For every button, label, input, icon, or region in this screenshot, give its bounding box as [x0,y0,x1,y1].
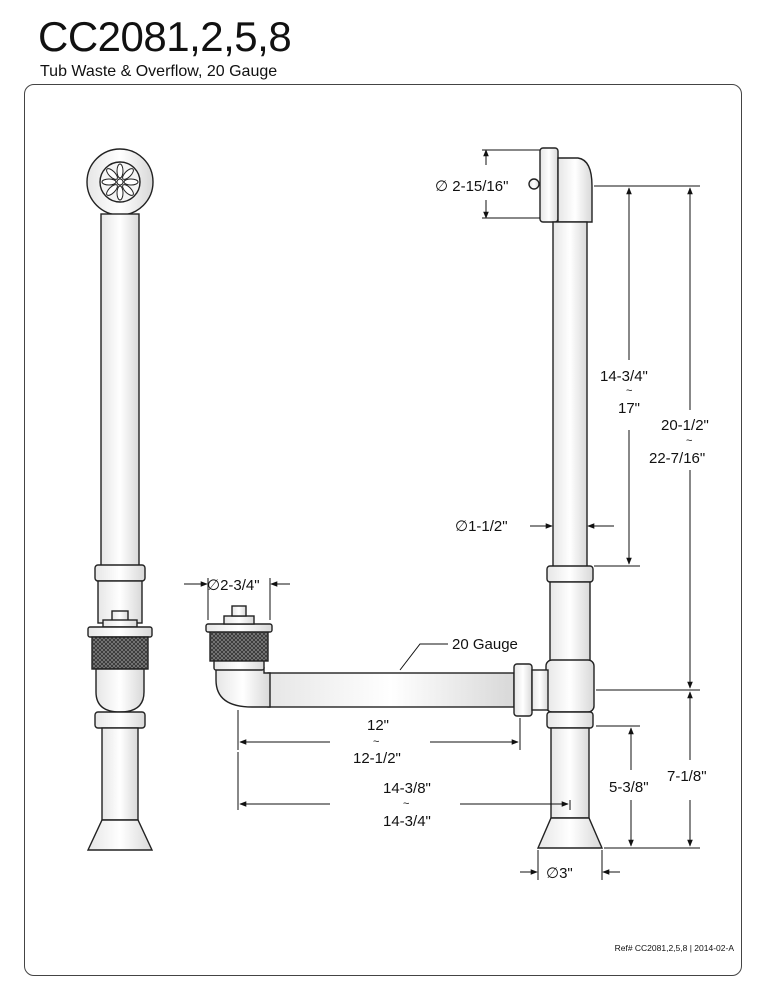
stopper-cap [102,619,138,628]
upper-height-min-label: 14-3/4" [600,368,648,385]
upper-height-max-label: 17" [618,400,640,417]
floor-flange [86,819,154,851]
vertical-pipe [552,221,588,569]
overflow-screw [528,178,540,190]
side-view-assembly [205,147,604,849]
span-tilde: ~ [403,798,409,810]
horizontal-tilde: ~ [373,736,379,748]
side-drain-body [209,630,269,662]
upper-height-tilde: ~ [626,385,632,397]
slip-nut-side-upper [546,565,594,583]
gauge-label: 20 Gauge [452,636,518,653]
tee-fitting [545,659,595,713]
total-height-tilde: ~ [686,435,692,447]
side-stopper-cap [223,615,255,625]
total-height-min-label: 20-1/2" [661,417,709,434]
side-floor-flange [536,817,604,849]
flange-diameter-label: ∅3" [546,865,573,882]
slip-nut-upper [94,564,146,582]
drawing-frame [24,84,742,976]
span-max-label: 14-3/4" [383,813,431,830]
overflow-diameter-label: ∅ 2-15/16" [435,178,508,195]
drain-diameter-label: ∅2-3/4" [207,577,260,594]
pipe-diameter-label: ∅1-1/2" [455,518,508,535]
total-height-max-label: 22-7/16" [649,450,705,467]
horizontal-slip-nut [513,663,533,717]
overflow-pipe [100,213,140,571]
front-view-assembly [86,148,154,851]
tee-bowl [95,668,145,713]
slip-nut-side-lower [546,711,594,729]
drain-body-knurled [91,636,149,670]
overflow-plate-side [539,147,559,223]
horizontal-min-label: 12" [367,717,389,734]
dimension-labels: ∅ 2-15/16" 14-3/4" ~ 17" 20-1/2" ~ 22-7/… [207,178,709,882]
drain-elbow [215,667,271,708]
reference-note: Ref# CC2081,2,5,8 | 2014-02-A [614,943,734,953]
horizontal-max-label: 12-1/2" [353,750,401,767]
overflow-elbow [557,157,593,223]
side-stopper-knob [231,605,247,617]
horizontal-drain-pipe [267,672,515,708]
page-subtitle: Tub Waste & Overflow, 20 Gauge [40,63,278,80]
tailpiece [101,727,139,821]
lower-height-label: 5-3/8" [609,779,649,796]
upper-connector [549,581,591,663]
dimension-lines [184,149,700,880]
page-title: CC2081,2,5,8 [38,13,292,60]
drain-flange [87,626,153,638]
tee-inlet [531,669,549,711]
side-drain-flange [205,623,273,633]
base-height-label: 7-1/8" [667,768,707,785]
span-min-label: 14-3/8" [383,780,431,797]
grille-petals [101,163,139,201]
slip-nut-lower [94,711,146,729]
